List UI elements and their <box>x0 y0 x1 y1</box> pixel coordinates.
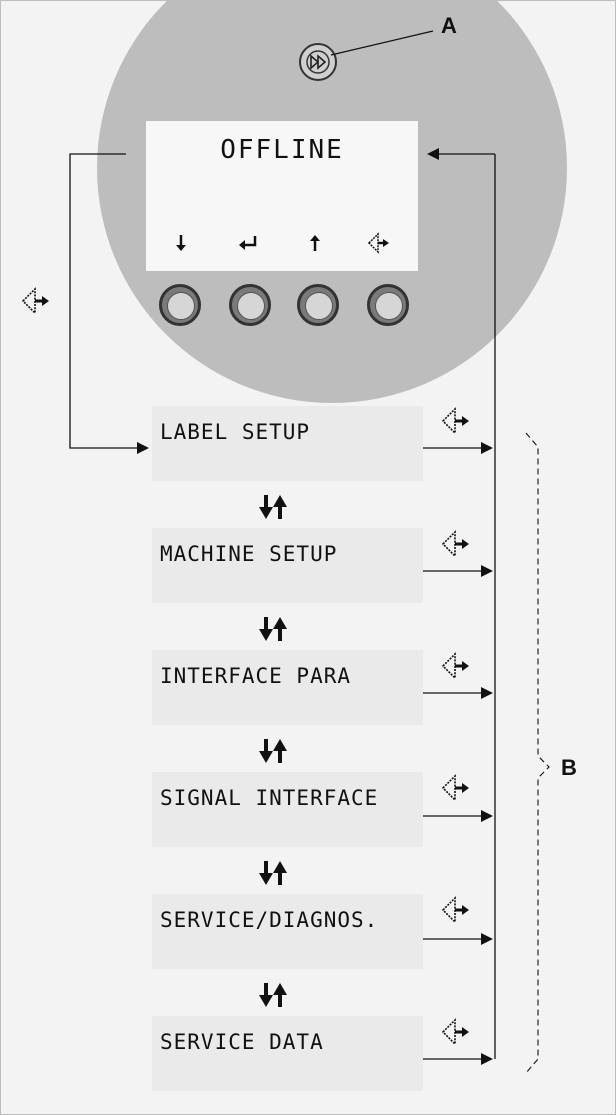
down-up-arrows-icon <box>257 493 289 521</box>
fast-forward-icon <box>306 50 330 74</box>
menu-item-machine-setup[interactable]: MACHINE SETUP <box>152 528 423 603</box>
toggle-menu-icon <box>441 774 471 802</box>
fast-forward-button[interactable] <box>299 43 337 81</box>
menu-item-service-diagnos[interactable]: SERVICE/DIAGNOS. <box>152 894 423 969</box>
exit-arrow <box>423 1018 493 1065</box>
softkey-button-menu[interactable] <box>367 284 409 326</box>
menu-item-signal-interface[interactable]: SIGNAL INTERFACE <box>152 772 423 847</box>
arrow-down-icon <box>176 235 186 251</box>
toggle-menu-icon <box>441 1018 471 1046</box>
menu-item-interface-para[interactable]: INTERFACE PARA <box>152 650 423 725</box>
arrow-up-icon <box>310 235 320 251</box>
toggle-menu-icon <box>441 896 471 924</box>
menu-item-label-setup[interactable]: LABEL SETUP <box>152 406 423 481</box>
menu-item-label: MACHINE SETUP <box>160 542 338 566</box>
down-up-arrows-icon <box>257 981 289 1009</box>
down-up-arrows-icon <box>257 615 289 643</box>
down-up-arrows-icon <box>257 737 289 765</box>
menu-item-label: INTERFACE PARA <box>160 664 352 688</box>
softkey-button-up[interactable] <box>297 284 339 326</box>
down-up-arrows-icon <box>257 859 289 887</box>
softkey-button-enter[interactable] <box>229 284 271 326</box>
exit-arrow <box>423 774 493 822</box>
softkey-button-down[interactable] <box>159 284 201 326</box>
toggle-menu-icon <box>21 287 51 315</box>
menu-item-label: SERVICE/DIAGNOS. <box>160 908 379 932</box>
exit-arrow <box>423 896 493 945</box>
callout-a-label: A <box>441 13 457 38</box>
menu-item-label: SERVICE DATA <box>160 1030 324 1054</box>
callout-b-brace <box>525 432 550 1074</box>
menu-item-service-data[interactable]: SERVICE DATA <box>152 1016 423 1091</box>
display-screen: OFFLINE <box>146 121 418 271</box>
toggle-menu-icon <box>441 652 471 680</box>
exit-arrow <box>423 530 493 577</box>
entry-connector <box>69 153 137 449</box>
exit-arrow <box>423 407 493 454</box>
menu-item-label: LABEL SETUP <box>160 420 311 444</box>
exit-arrow <box>423 652 493 699</box>
toggle-menu-icon <box>367 232 389 254</box>
toggle-menu-icon <box>441 530 471 558</box>
menu-item-label: SIGNAL INTERFACE <box>160 786 379 810</box>
toggle-menu-icon <box>441 407 471 435</box>
callout-a-leader <box>330 30 434 56</box>
enter-icon <box>239 236 257 250</box>
display-status-text: OFFLINE <box>220 135 344 165</box>
callout-b-label: B <box>561 755 577 780</box>
